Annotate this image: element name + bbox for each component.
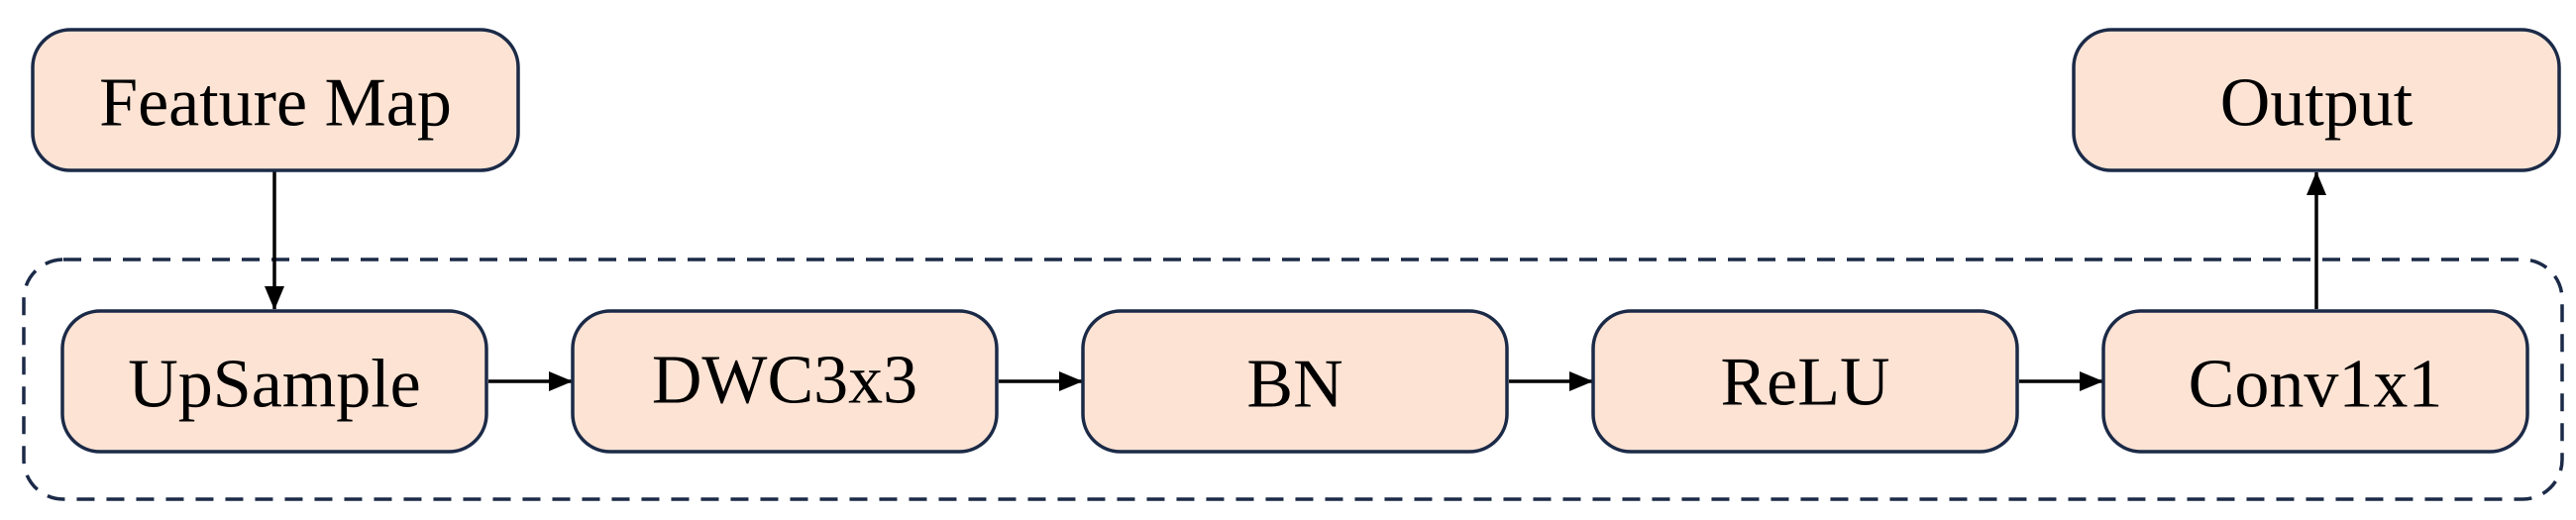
node-conv1x1: Conv1x1 xyxy=(2101,309,2529,454)
node-upsample: UpSample xyxy=(60,309,488,454)
node-feature-map: Feature Map xyxy=(31,28,520,172)
node-dwc3x3: DWC3x3 xyxy=(571,309,999,454)
pipeline-group-frame xyxy=(22,258,2564,501)
node-relu-box xyxy=(1591,309,2019,454)
node-bn-box xyxy=(1081,309,1509,454)
node-relu: ReLU xyxy=(1591,309,2019,454)
node-upsample-label: UpSample xyxy=(128,347,421,423)
node-output: Output xyxy=(2072,28,2561,172)
node-conv1x1-label: Conv1x1 xyxy=(2189,347,2443,423)
node-bn-label: BN xyxy=(1246,347,1342,423)
node-upsample-box xyxy=(60,309,488,454)
node-dwc3x3-box xyxy=(571,309,999,454)
node-bn: BN xyxy=(1081,309,1509,454)
node-dwc3x3-label: DWC3x3 xyxy=(652,343,917,419)
node-conv1x1-box xyxy=(2101,309,2529,454)
node-output-box xyxy=(2072,28,2561,172)
node-feature-map-box xyxy=(31,28,520,172)
node-feature-map-label: Feature Map xyxy=(99,65,452,142)
node-relu-label: ReLU xyxy=(1720,345,1889,421)
node-output-label: Output xyxy=(2220,65,2414,142)
